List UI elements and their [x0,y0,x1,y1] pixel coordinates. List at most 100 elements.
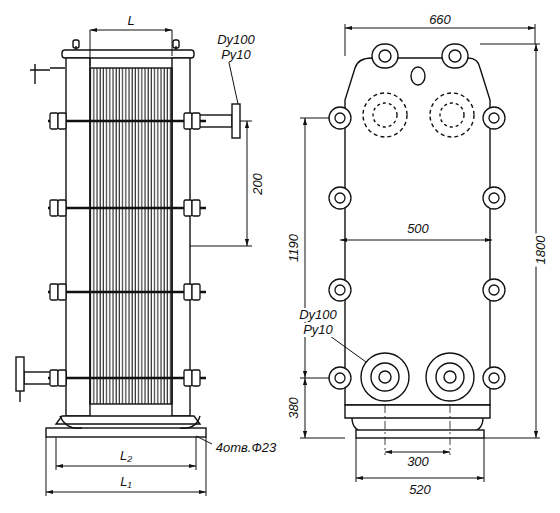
tie-bolts-part [58,370,66,386]
side-view-part [30,64,65,84]
side-view-dimensions-part [206,437,207,496]
side-view-dimensions-part [90,30,172,31]
nominal-diameter-label: Dу100 [215,33,257,47]
side-view-dimensions-part [56,466,196,467]
side-view-dimensions-part [228,58,238,104]
side-view-dimensions-part [190,246,252,247]
side-view-part [56,416,200,424]
tie-bolts [48,113,206,386]
nominal-diameter-label: Dу100 [297,308,339,322]
side-view-part [19,391,20,402]
side-view-part [172,58,190,416]
front-view-dimensions-part [385,452,450,453]
front-view-dimensions [300,24,540,482]
bolt-lugs-part [483,107,505,129]
tie-bolts-part [48,207,206,210]
side-view-part [66,58,90,416]
tie-bolts-part [184,370,192,386]
front-view-dimensions-part [345,28,535,29]
bolt-lugs-part [329,107,351,129]
side-view-part [73,40,79,48]
tie-bolts-part [184,113,192,129]
front-view-part [379,371,391,383]
side-view-dimensions-part [90,30,91,66]
front-view-part [450,405,451,455]
bolt-lugs [329,107,505,389]
bolt-lugs-part [335,113,345,123]
dimension-label: 300 [405,455,431,469]
front-view-part [373,103,397,127]
dimension-label: 520 [407,483,433,497]
tie-bolts-part [58,284,66,300]
tie-bolts-part [192,370,200,386]
side-view-part [16,357,24,391]
front-view-dimensions-part [484,438,540,439]
tie-bolts-part [192,200,200,216]
front-view-part [356,430,484,438]
bolt-lugs-part [489,285,499,295]
side-view-part [62,50,194,58]
bolt-lugs-part [483,367,505,389]
tie-bolts-part [58,113,66,129]
dimension-label: L₂ [118,449,134,463]
bolt-lugs-part [489,113,499,123]
front-view-dimensions-part [345,24,346,56]
front-view-dimensions-part [330,336,366,362]
front-view-part [442,44,468,68]
front-view-dimensions-part [300,438,345,439]
side-view-part [60,416,200,428]
side-view-part [232,104,240,138]
dimension-label: 1190 [287,232,301,264]
dimension-label: L [125,14,136,28]
tie-bolts-part [50,370,58,386]
tie-bolts-part [192,113,200,129]
bolt-lugs-part [483,279,505,301]
front-view-dimensions-part [305,378,306,438]
side-view-dimensions-part [56,437,57,470]
hole-note-label: 4отв.Ф23 [214,441,278,455]
dimension-label: 500 [405,222,431,236]
tie-bolts-part [184,200,192,216]
dimension-label: 660 [427,13,453,27]
tie-bolts-part [184,284,192,300]
tie-bolts-part [48,291,206,294]
tie-bolts-part [58,200,66,216]
front-view-part [430,93,474,137]
bolt-lugs-part [329,279,351,301]
front-view-dimensions-part [305,118,306,378]
side-view-dimensions-part [247,121,248,246]
side-view-part [173,40,179,48]
front-view-dimensions-part [356,438,357,482]
dimension-label: 200 [251,171,265,197]
side-view-part [90,68,172,404]
front-view-part [411,67,425,85]
side-view-dimensions-part [172,30,173,56]
bolt-lugs-part [329,367,351,389]
front-view-part [426,353,474,401]
front-view-part [345,58,490,405]
tie-bolts-part [48,120,206,123]
front-view-part [379,50,391,62]
front-view-part [440,103,464,127]
front-view-part [363,93,407,137]
side-view-dimensions-part [46,492,206,493]
nominal-pressure-label: Pу10 [301,323,335,337]
dimension-label: 1800 [535,234,549,267]
bolt-lugs-part [335,285,345,295]
front-view-dimensions-part [535,24,536,44]
front-view-part [371,363,399,391]
side-view-part [46,428,206,437]
front-view-dimensions-part [480,44,540,45]
tie-bolts-part [48,377,206,380]
front-view-part [372,44,398,68]
side-view-dimensions-part [46,437,47,496]
side-view-dimensions-part [196,436,212,444]
front-view-part [449,50,461,62]
front-view-part [436,363,464,391]
tie-bolts-part [50,113,58,129]
bolt-lugs-part [329,187,351,209]
front-view-part [345,405,490,418]
tie-bolts-part [192,284,200,300]
side-view-dimensions-part [196,437,197,470]
